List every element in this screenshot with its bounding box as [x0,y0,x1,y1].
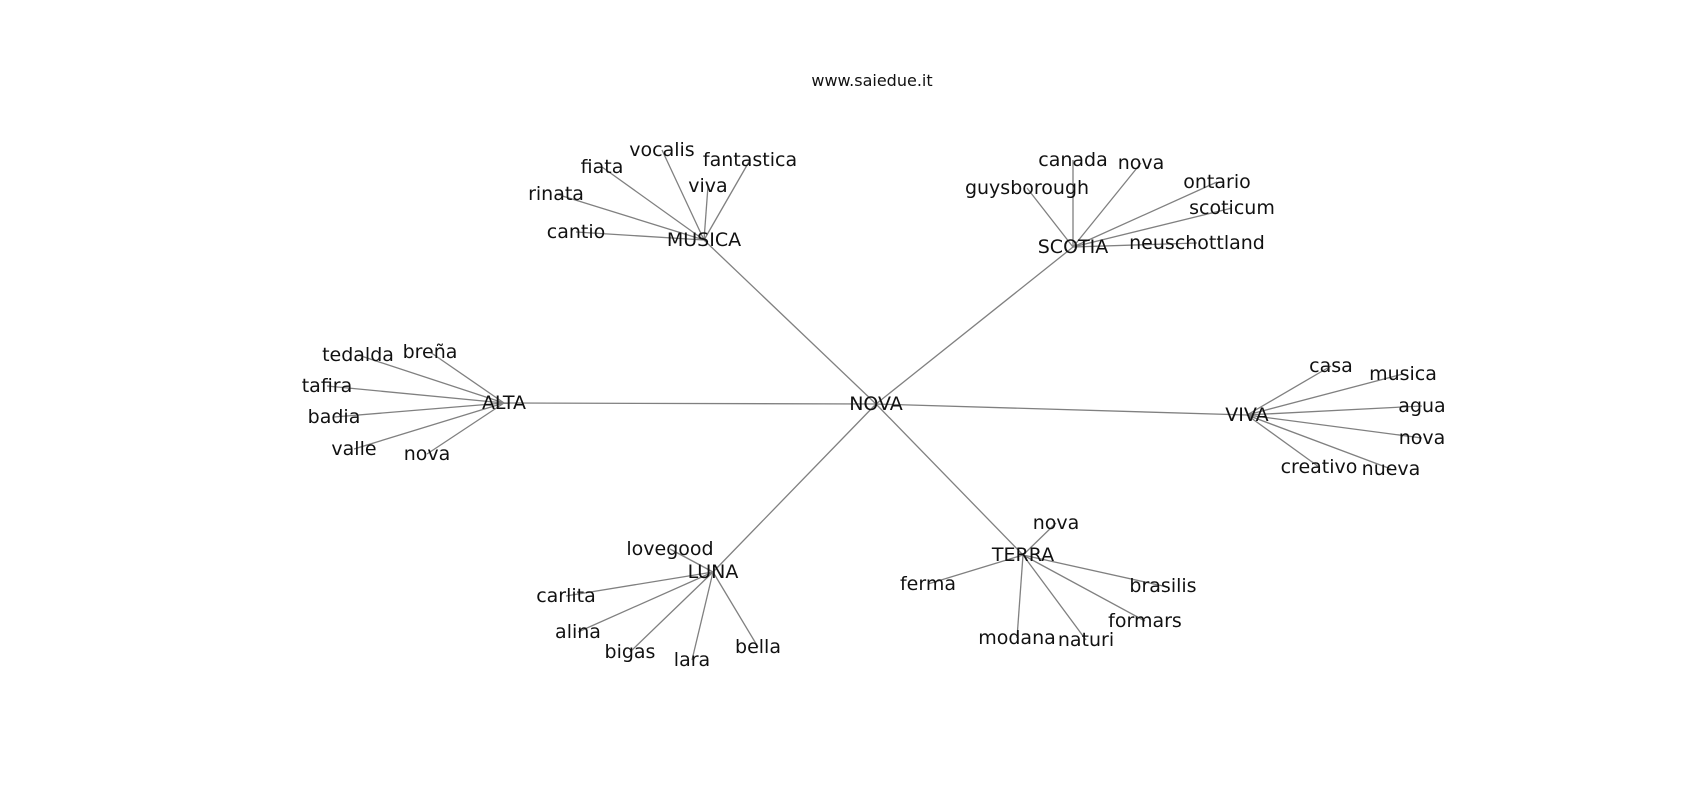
edge-viva-casa [1246,365,1332,416]
edge-luna-lara [691,571,714,661]
node-hub-viva: VIVA [1225,404,1268,426]
node-leaf-musica-fantastica: fantastica [703,149,797,171]
node-leaf-alta-nova: nova [404,443,451,465]
edge-terra-brasilis [1022,554,1164,587]
node-root-nova: NOVA [849,393,903,415]
edge-luna-bella [712,571,759,648]
node-leaf-scotia-guysborough: guysborough [965,177,1089,199]
edge-alta-badia [333,402,505,418]
edge-viva-creativo [1246,414,1320,468]
node-leaf-terra-brasilis: brasilis [1129,575,1196,597]
edge-musica-fiata [601,166,705,241]
page-title: www.saiedue.it [811,71,933,90]
edge-viva-nova [1246,414,1423,439]
edge-musica-vocalis [661,149,705,241]
node-leaf-viva-nueva: nueva [1362,458,1421,480]
node-leaf-luna-carlita: carlita [536,585,596,607]
node-hub-luna: LUNA [688,561,739,583]
edge-terra-naturi [1022,554,1087,641]
edge-scotia-guysborough [1026,187,1074,248]
node-leaf-alta-valle: valle [331,438,376,460]
node-leaf-scotia-canada: canada [1038,149,1107,171]
edge-alta-tafira [326,385,505,404]
node-hub-musica: MUSICA [667,229,741,251]
node-leaf-viva-casa: casa [1309,355,1353,377]
node-leaf-musica-fiata: fiata [581,156,624,178]
node-leaf-terra-nova: nova [1033,512,1080,534]
node-leaf-alta-tedalda: tedalda [322,344,394,366]
node-leaf-alta-badia: badia [308,406,361,428]
edge-nova-luna [712,403,877,573]
edge-scotia-ontario [1072,181,1218,248]
edge-nova-alta [503,402,877,405]
node-leaf-luna-lovegood: lovegood [626,538,713,560]
edge-terra-modana [1016,554,1024,639]
edge-nova-viva [875,403,1248,416]
node-leaf-alta-tafira: tafira [302,375,353,397]
node-hub-alta: ALTA [482,392,526,414]
edge-luna-lovegood [669,548,714,573]
edge-viva-nueva [1246,414,1392,470]
edge-luna-carlita [565,571,714,597]
node-leaf-viva-agua: agua [1398,395,1445,417]
node-leaf-scotia-scoticum: scoticum [1189,197,1275,219]
edge-luna-alina [577,571,714,633]
edge-musica-cantio [575,231,705,241]
node-leaf-luna-bigas: bigas [605,641,656,663]
node-leaf-luna-alina: alina [555,621,601,643]
node-leaf-terra-modana: modana [978,627,1056,649]
node-leaf-scotia-neuschottland: neuschottland [1129,232,1265,254]
edge-viva-agua [1246,405,1423,416]
node-leaf-terra-naturi: naturi [1058,629,1114,651]
node-leaf-luna-lara: lara [674,649,710,671]
node-leaf-viva-creativo: creativo [1281,456,1358,478]
edge-alta-valle [353,402,505,450]
node-hub-scotia: SCOTIA [1038,236,1109,258]
node-hub-terra: TERRA [991,544,1054,566]
edge-terra-ferma [927,554,1024,585]
node-leaf-musica-cantio: cantio [547,221,605,243]
edge-musica-fantastica [703,159,751,241]
node-leaf-musica-vocalis: vocalis [629,139,694,161]
edge-nova-scotia [875,246,1074,405]
node-leaf-scotia-ontario: ontario [1183,171,1250,193]
node-leaf-scotia-nova: nova [1118,152,1165,174]
edge-musica-rinata [555,193,705,241]
edge-luna-bigas [629,571,714,653]
edge-viva-musica [1246,373,1404,416]
node-leaf-viva-musica: musica [1369,363,1437,385]
edge-terra-nova [1022,522,1057,556]
node-leaf-terra-formars: formars [1108,610,1182,632]
edge-musica-viva [703,185,709,241]
edge-alta-tedalda [357,354,505,404]
edges-layer [326,149,1423,661]
edge-scotia-scoticum [1072,207,1233,248]
node-leaf-luna-bella: bella [735,636,781,658]
node-leaf-terra-ferma: ferma [900,573,956,595]
node-leaf-musica-viva: viva [688,175,727,197]
node-leaf-musica-rinata: rinata [528,183,584,205]
edge-alta-brena [429,351,505,404]
edge-nova-terra [875,403,1024,556]
edge-scotia-nova [1072,162,1142,248]
edge-scotia-neuschottland [1072,242,1198,248]
edge-terra-formars [1022,554,1146,622]
node-leaf-alta-brena: breña [403,341,458,363]
edge-alta-nova [426,402,505,455]
node-leaf-viva-nova: nova [1399,427,1446,449]
edge-nova-musica [703,239,877,405]
